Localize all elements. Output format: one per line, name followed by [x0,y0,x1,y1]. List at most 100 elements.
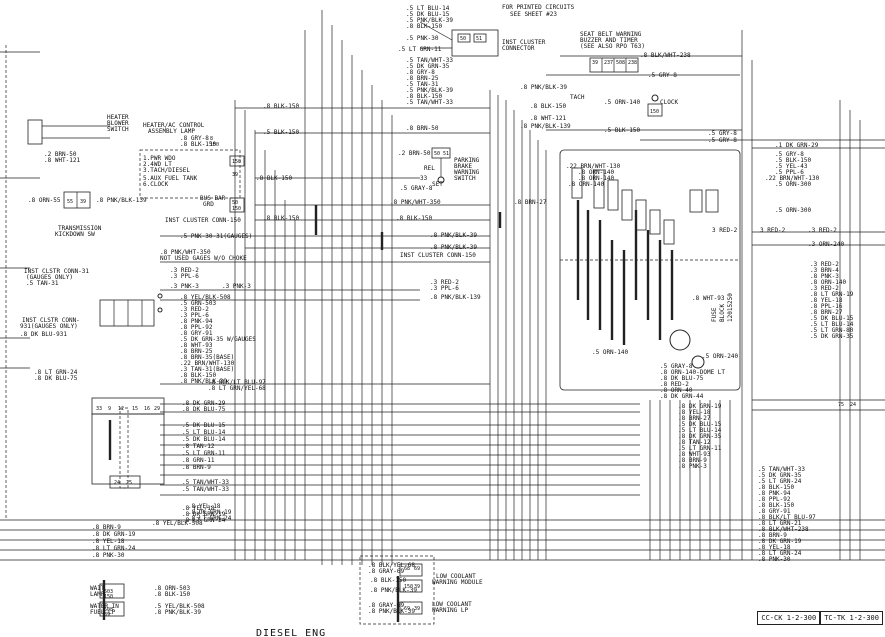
wire-label: .8 DK GRN-19 [188,509,232,516]
wire-label: .8 WHT-93 [692,295,725,302]
wire-label: .5 PNK/BLK-39 [406,87,453,94]
wire-label: .8 DK BLU-75 [34,375,78,382]
wire-label: .8 YEL/BLK-508 [152,520,203,527]
wire-label: .8 GRAY-69 [368,568,405,575]
wire-label: .8 BLK-150 [180,372,217,379]
wire-label: .8 ORN-140 [578,169,615,176]
wire-label: .8 BRN-9 [758,532,787,539]
pin-number: 24 [114,480,120,486]
wire-label: .5 GRY-8 [648,72,677,79]
wire-label: .8 BLK-150 [154,591,191,598]
wire-label: .5 TAN-31 [26,280,59,287]
wire-label: .3 ORN-240 [808,241,845,248]
wire-label: .8 YEL/BLK-508 [180,294,231,301]
wire-label: .8 YEL-18 [182,505,215,512]
option-6: 6.CLOCK [143,181,169,188]
wire-label: .5 ORN-140 [592,349,629,356]
printed-circuits-note: FOR PRINTED CIRCUITS [502,4,575,11]
wire-label: .8 GRAY-69 [368,602,405,609]
left-edge-markers [0,45,40,520]
heater-ac-label: HEATER/AC CONTROL [143,122,205,129]
wire-label: .8 GRY-8 [180,135,209,142]
pin-number: 25 [126,480,132,486]
see-sheet-note: SEE SHEET #23 [510,11,557,18]
wire-label: .5 BLK-150 [604,127,641,134]
wire-label: .8 GRN-11 [182,457,215,464]
wire-label: .22 BRN/WHT-130 [566,163,621,170]
inst-cluster-conn-mid: INST CLUSTER CONN-150 [400,252,476,259]
wire-label: .2 BRN-50 [398,150,431,157]
wire-label: .8 PNK/BLK-39 [180,378,227,385]
wire-label: .8 ORN-140 [568,181,605,188]
horizontal-harness [0,55,885,561]
tach-label: TACH [570,94,585,101]
transmission-label: TRANSMISSION [58,225,102,232]
pin-number: 12 [118,406,124,412]
wire-label: .3 RED-2 [808,227,837,234]
coolant-module [359,555,435,625]
inst-cluster-connector-label-2: CONNECTOR [502,45,535,52]
wire-label: .8 BLK/WHT-238 [758,526,809,533]
wire-label: .8 PNK/BLK-39 [154,609,201,616]
wire-label: .3 RED-2 [430,279,459,286]
pin-number: 55 [67,199,73,205]
pin-number: 33 [96,406,102,412]
wire-label: .8 ORN-140-DOME LT [660,369,725,376]
wire-label: .8 BRN-35(BASE) [180,354,234,361]
wire-label: .8 YEL-18 [188,503,221,510]
inst-cluster-conn-top: INST CLUSTER CONN-150 [165,217,241,224]
wire-label: .5 DK BLU-14 [182,436,226,443]
wire-label: .3 BRN-4 [810,267,839,274]
wire-label: .5 LT GRN-24 [758,478,802,485]
inst-clstr-931-label: INST CLSTR CONN- [22,317,80,324]
wire-label: .8 LT GRN-24 [92,545,136,552]
parking-brake-label-2: BRAKE [454,163,472,170]
wire-label: .8 PPL-92 [180,324,213,331]
wire-label: .8 WHT-93 [180,342,213,349]
wire-label: .5 LT BLU-14 [406,5,450,12]
wire-label: .5 YEL/BLK-508 [154,603,205,610]
wire-label: .8 LT GRN-24 [182,517,226,524]
pin-number: 39 [414,606,420,612]
pin-number: 39 [592,60,598,66]
wire-label: .8 LT GRN-24 [188,515,232,522]
sheet-ref-cc: CC-CK 1-2-300 [757,611,821,625]
not-used-note: NOT USED GAGES W/O CHOKE [160,255,247,262]
set-label: SET [432,181,443,188]
wire-label: .8 BRN-25 [406,75,439,82]
pin-number: 39 [414,584,420,590]
pin-number: 150 [104,594,113,600]
pin-number: 508 [104,607,113,613]
pin-number: 24 [850,402,856,408]
bus-bar-label: BUS BAR [200,195,226,202]
wire-label: .8 DK BLU-75 [660,375,704,382]
wire-label: .8 PNK/BLK-39 [370,587,417,594]
seat-belt-module [589,57,639,73]
wire-label: .8 PNK-30 [92,552,125,559]
wire-label: .8 TAN-12 [182,443,215,450]
wire-label: .8 BRN-9 [678,457,707,464]
wire-label: .8 ORN-503 [154,585,191,592]
wire-label: .8 BLK-150 [530,103,567,110]
fuse-block-label-2: BLOCK [719,304,726,322]
wire-label: .8 BRN-9 [182,464,211,471]
fuse-block [559,149,741,391]
wire-label: .8 BRN-50 [406,125,439,132]
inst-cluster-connector-label: INST CLUSTER [502,39,546,46]
low-coolant-lp-label: LOW COOLANT [432,601,472,608]
bus-bar-label-2: GRD [203,201,214,208]
wire-label: .5 DK GRN-35 [810,333,854,340]
pin-number: 8 [210,136,213,142]
wire-label: .5 PNK-30 [406,35,439,42]
wire-label: .8 PNK/WHT-350 [390,199,441,206]
diesel-eng-footer: DIESEL ENG [256,628,326,637]
pin-number: 69 [414,566,420,572]
wire-label: .8 BLK-150 [406,23,443,30]
wire-label: .8 BLK-150 [370,577,407,584]
wire-label: .8 LT GRN/YEL-68 [208,385,266,392]
transmission-switch [63,191,91,209]
wire-label: .8 TAN-12 [678,439,711,446]
wire-label: .5 ORN-140 [604,99,641,106]
wire-label: .3 PPL-6 [170,273,199,280]
sheet-ref-tc: TC-TK 1-2-300 [820,611,883,625]
